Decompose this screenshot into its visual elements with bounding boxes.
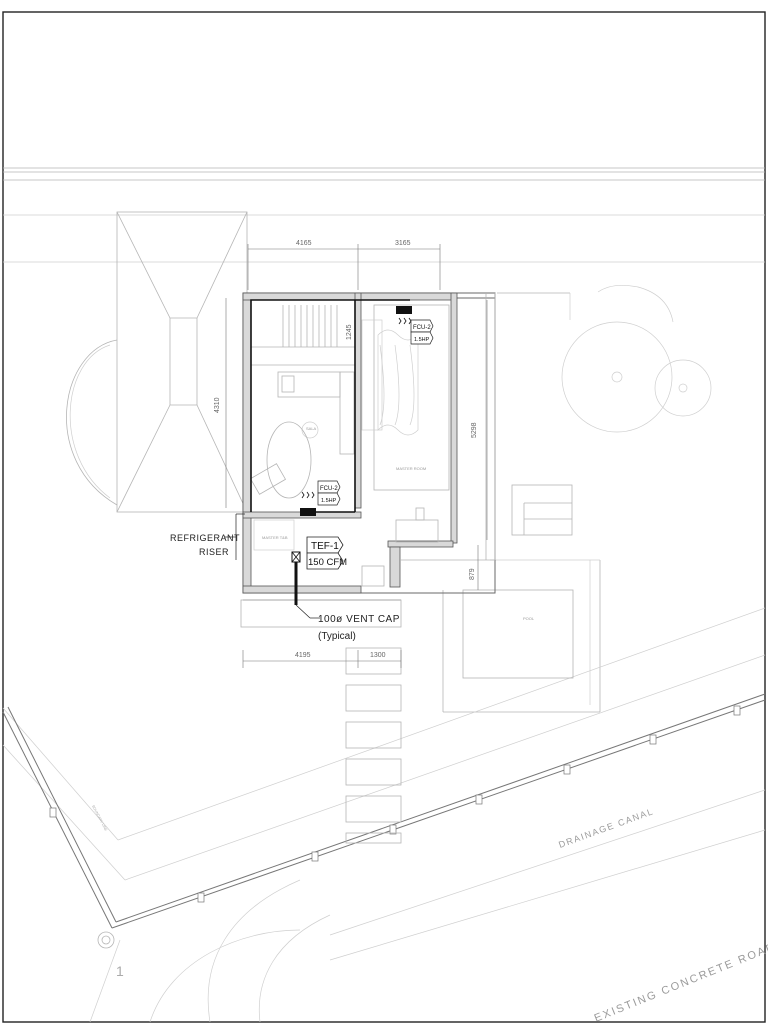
fcu-mid-unit: FCU-2 1.5HP (300, 480, 341, 516)
house-plan: SALA MASTER ROOM MASTER T&B (240, 292, 496, 628)
vent-cap-label-line2: (Typical) (318, 631, 356, 642)
fcu-mid-name: FCU-2 (320, 486, 338, 492)
dim-top-left: 4165 (296, 240, 312, 247)
dim-bottom-left: 4195 (295, 652, 311, 659)
room-master-toilet-label: MASTER T&B (262, 535, 288, 540)
fcu-top-hp: 1.5HP (414, 337, 430, 343)
road-curves (89, 789, 766, 1023)
pool: POOL (462, 484, 574, 679)
refrigerant-label-line1: REFRIGERANT (170, 533, 240, 543)
dim-left: 4310 (214, 397, 221, 413)
title-band-lines (3, 167, 765, 263)
dim-bottom-right: 1300 (370, 652, 386, 659)
property-boundary (2, 693, 766, 929)
tef-cfm: 150 CFM (308, 557, 347, 568)
pool-label: POOL (523, 616, 535, 621)
refrigerant-label-line2: RISER (199, 547, 229, 557)
room-master-bedroom-label: MASTER ROOM (396, 466, 426, 471)
vent-cap-callout: 100ø VENT CAP (Typical) (295, 604, 400, 642)
tef-name: TEF-1 (311, 541, 339, 552)
grid-marker-label: 1 (116, 963, 124, 979)
tree-symbols (561, 285, 712, 433)
stepping-stones (345, 647, 402, 844)
fcu-top-name: FCU-2 (413, 325, 431, 331)
site-lines (2, 292, 766, 881)
dim-inner: 1245 (346, 324, 353, 340)
boundary-label: BOUNDARY LINE (91, 805, 108, 833)
dim-right-lower: 879 (469, 568, 476, 580)
grid-marker: 1 (97, 931, 124, 979)
sheet-border (2, 11, 766, 1023)
dim-right-upper: 5298 (471, 422, 478, 438)
road-label: EXISTING CONCRETE ROAD (593, 941, 768, 1024)
drainage-canal-label: DRAINAGE CANAL (557, 806, 655, 850)
fcu-mid-hp: 1.5HP (321, 498, 337, 504)
fcu-top-unit: FCU-2 1.5HP (396, 306, 434, 345)
vent-cap-label-line1: 100ø VENT CAP (318, 614, 400, 625)
room-sala-label: SALA (306, 426, 317, 431)
dimension-lines: 4165 3165 4310 5298 879 1245 4195 1300 (214, 240, 488, 668)
refrigerant-riser-callout: REFRIGERANT RISER (170, 513, 245, 560)
neighbor-house-roof (66, 211, 248, 513)
tef-exhaust-fan: TEF-1 150 CFM (291, 536, 347, 605)
dim-top-right: 3165 (395, 240, 411, 247)
stair (251, 305, 355, 366)
